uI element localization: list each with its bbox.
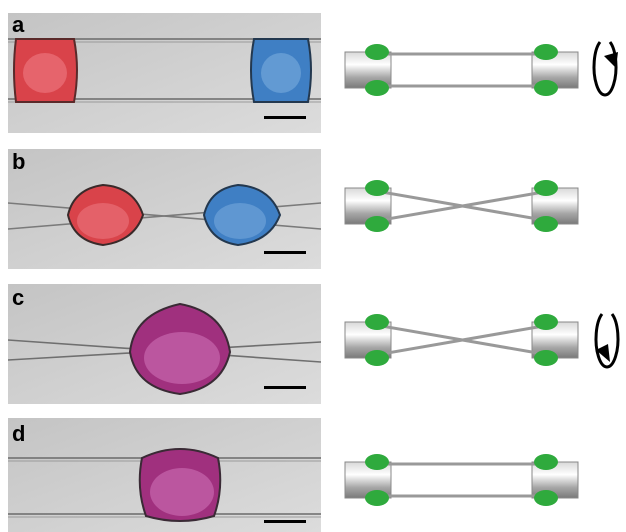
rotation-arrow-icon — [588, 306, 624, 378]
rotation-arrow-icon — [588, 34, 624, 106]
scale-bar — [264, 116, 306, 119]
clamp — [534, 490, 558, 506]
purple-droplet-highlight — [144, 332, 220, 384]
panel-label-c: c — [12, 285, 25, 310]
clamp — [534, 350, 558, 366]
panel-label-b: b — [12, 149, 26, 174]
blue-droplet-highlight — [214, 203, 266, 239]
photo-panel-a — [8, 13, 321, 133]
red-droplet-highlight — [23, 53, 67, 93]
clamp — [534, 454, 558, 470]
blue-droplet-highlight — [261, 53, 301, 93]
clamp — [534, 216, 558, 232]
clamp — [365, 216, 389, 232]
scale-bar — [264, 520, 306, 523]
scale-bar — [264, 386, 306, 389]
panel-label-d: d — [12, 421, 26, 446]
clamp — [365, 314, 389, 330]
clamp — [534, 44, 558, 60]
photo-panel-c — [8, 284, 321, 404]
schematic-panel-d — [340, 446, 580, 512]
red-droplet-highlight — [77, 203, 129, 239]
clamp — [534, 314, 558, 330]
clamp — [534, 180, 558, 196]
fiber-crossed — [369, 188, 556, 224]
scale-bar — [264, 251, 306, 254]
schematic-panel-b — [340, 172, 580, 238]
clamp — [365, 350, 389, 366]
photo-panel-b — [8, 149, 321, 269]
fiber-crossed — [369, 322, 556, 358]
clamp — [365, 490, 389, 506]
clamp — [365, 454, 389, 470]
clamp — [365, 44, 389, 60]
schematic-panel-a — [340, 36, 580, 102]
clamp — [534, 80, 558, 96]
purple-droplet-highlight — [150, 468, 214, 516]
schematic-panel-c — [340, 306, 580, 372]
clamp — [365, 180, 389, 196]
clamp — [365, 80, 389, 96]
panel-label-a: a — [12, 12, 25, 37]
photo-panel-d — [8, 418, 321, 532]
